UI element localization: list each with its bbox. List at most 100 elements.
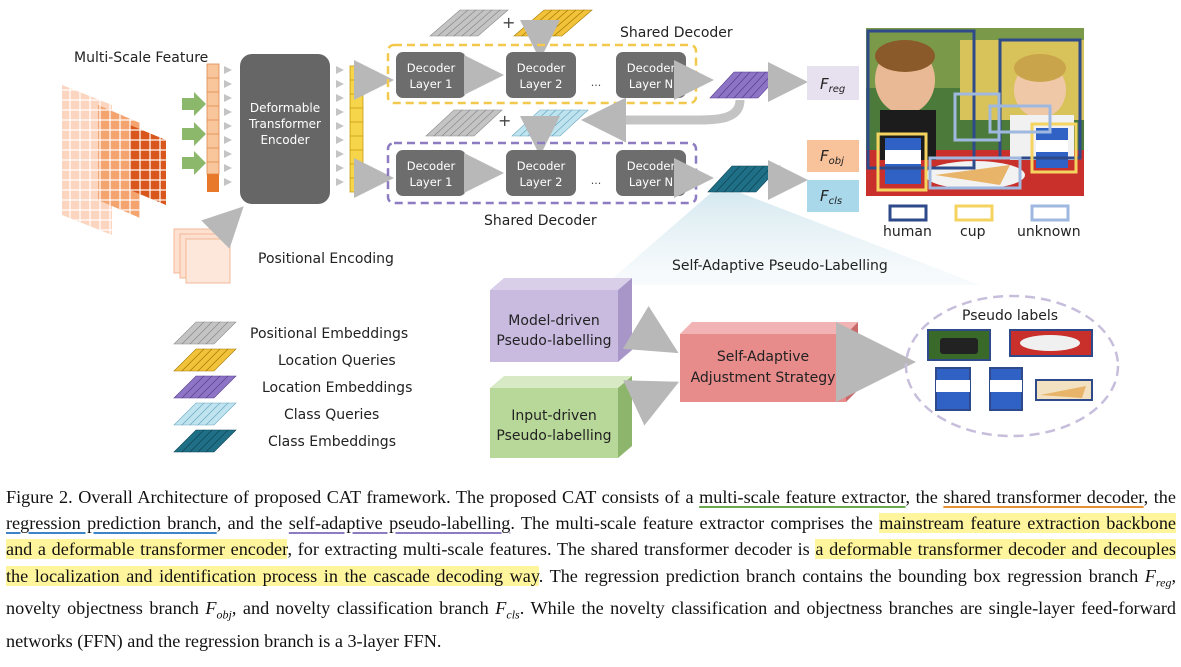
sapl-title: Self-Adaptive Pseudo-Labelling [672, 258, 888, 274]
encoder-label-2: Transformer [248, 117, 321, 131]
svg-text:...: ... [591, 76, 602, 89]
svg-text:Layer 2: Layer 2 [519, 175, 562, 189]
human-legend-label: human [883, 224, 932, 240]
legend-class-embeddings: Class Embeddings [268, 434, 396, 450]
f-reg-label: Freg [820, 75, 845, 95]
svg-text:Decoder: Decoder [627, 61, 676, 75]
f-cls-box [807, 180, 859, 212]
caption-text: , the [1143, 487, 1176, 507]
cup-box-left [876, 132, 928, 192]
feature-maps [62, 85, 166, 235]
positional-encoding-icon [173, 228, 231, 284]
top-decoder-layer-1 [396, 52, 466, 98]
legend-location-embeddings-swatch [173, 375, 237, 399]
unknown-box-2 [928, 156, 1022, 190]
caption-text: . The multi-scale feature extractor comp… [510, 513, 880, 534]
caption-text: , and novelty classification branch [231, 598, 496, 619]
caption-text: , and the [216, 513, 289, 534]
top-decoder-layer-2 [506, 52, 576, 98]
bottom-decoder-layer-n [616, 150, 686, 196]
top-decoder-layers: Decoder Layer 1 Decoder Layer 2 ... Deco… [396, 52, 686, 98]
unknown-legend-label: unknown [1017, 224, 1081, 240]
top-plus: + [502, 13, 515, 32]
top-decoder-layer-n [616, 52, 686, 98]
caption-pseudo-labelling: self-adaptive pseudo-labelling [288, 513, 511, 534]
caption-f-reg: Freg [1144, 565, 1172, 590]
caption-regression-branch: regression prediction branch [6, 513, 217, 534]
svg-text:Decoder: Decoder [407, 159, 456, 173]
caption-lead: Figure 2. Overall Architecture of propos… [6, 487, 700, 507]
encoder-label-3: Encoder [260, 133, 309, 147]
legend-positional-embeddings: Positional Embeddings [250, 326, 408, 342]
deformable-transformer-encoder [240, 54, 330, 204]
human-box-left [866, 29, 976, 170]
svg-text:...: ... [591, 174, 602, 187]
bottom-positional-embeddings [425, 109, 503, 137]
caption-text: . While the novelty classification and o… [6, 598, 1176, 652]
encoder-label-1: Deformable [250, 101, 320, 115]
caption-shared-decoder: shared transformer decoder [943, 487, 1144, 507]
green-arrows [182, 92, 206, 175]
bottom-plus: + [498, 111, 511, 130]
svg-text:Self-Adaptive: Self-Adaptive [717, 349, 809, 365]
top-location-queries [513, 9, 593, 37]
legend-location-queries: Location Queries [278, 353, 396, 369]
detection-photo [866, 28, 1084, 196]
legend-class-queries: Class Queries [284, 407, 379, 423]
pseudo-labels-title: Pseudo labels [962, 308, 1058, 324]
location-embeddings-output [709, 71, 783, 99]
unknown-box-3 [988, 104, 1052, 134]
unknown-box-1 [953, 92, 1001, 142]
top-positional-embeddings [429, 9, 509, 37]
legend-location-embeddings: Location Embeddings [262, 380, 412, 396]
svg-text:Adjustment Strategy: Adjustment Strategy [691, 370, 836, 386]
input-driven-box: Input-driven Pseudo-labelling [490, 376, 632, 458]
attention-beam [605, 185, 980, 285]
svg-text:Decoder: Decoder [517, 159, 566, 173]
bottom-class-queries [511, 109, 589, 137]
svg-text:Pseudo-labelling: Pseudo-labelling [496, 428, 611, 444]
top-query-stacks: + [429, 9, 593, 60]
memory-token-column [349, 65, 364, 193]
legend-class-queries-swatch [173, 402, 237, 426]
shared-decoder-bottom-label: Shared Decoder [484, 213, 597, 229]
positional-encoding-arrow [201, 206, 244, 249]
svg-text:Layer 1: Layer 1 [409, 175, 452, 189]
caption-text: , for extracting multi-scale features. T… [287, 539, 816, 560]
f-cls-label: Fcls [820, 187, 842, 207]
caption-text: , novelty objectness branch [6, 565, 1176, 619]
class-embeddings-output [707, 165, 781, 193]
legend-location-queries-swatch [173, 348, 237, 372]
bottom-decoder-layers: Decoder Layer 1 Decoder Layer 2 ... Deco… [396, 150, 686, 196]
legend-class-embeddings-swatch [173, 429, 237, 453]
svg-text:Decoder: Decoder [407, 61, 456, 75]
cup-box-right [1030, 122, 1078, 174]
svg-text:Layer 1: Layer 1 [409, 77, 452, 91]
legend-positional-embeddings-swatch [173, 321, 237, 345]
caption-text: , the [905, 487, 944, 507]
svg-text:Pseudo-labelling: Pseudo-labelling [496, 333, 611, 349]
f-obj-label: Fobj [820, 147, 844, 167]
svg-text:Model-driven: Model-driven [508, 313, 599, 329]
caption-multi-scale-extractor: multi-scale feature extractor [699, 487, 906, 507]
human-legend-swatch [888, 204, 928, 222]
pseudo-labels-ellipse [904, 294, 1120, 438]
architecture-figure: Multi-Scale Feature Deformable Transform… [62, 9, 1120, 458]
svg-text:Layer N: Layer N [629, 77, 673, 91]
multi-scale-feature-label: Multi-Scale Feature [74, 50, 208, 66]
svg-text:Input-driven: Input-driven [511, 408, 597, 424]
caption-f-cls: Fcls [495, 598, 520, 623]
unknown-legend-swatch [1030, 204, 1070, 222]
bottom-decoder-layer-2 [506, 150, 576, 196]
f-reg-box [807, 66, 859, 100]
f-obj-box [807, 140, 859, 172]
svg-text:Layer 2: Layer 2 [519, 77, 562, 91]
encoder-output-arrows [336, 66, 344, 186]
figure-caption: Figure 2. Overall Architecture of propos… [6, 484, 1176, 655]
bottom-decoder-layer-1 [396, 150, 466, 196]
svg-text:Layer N: Layer N [629, 175, 673, 189]
embedding-legend: Positional Embeddings Location Queries L… [173, 321, 412, 453]
svg-text:Decoder: Decoder [517, 61, 566, 75]
caption-f-obj: Fobj [205, 598, 232, 623]
encoder-input-arrows [224, 66, 232, 186]
